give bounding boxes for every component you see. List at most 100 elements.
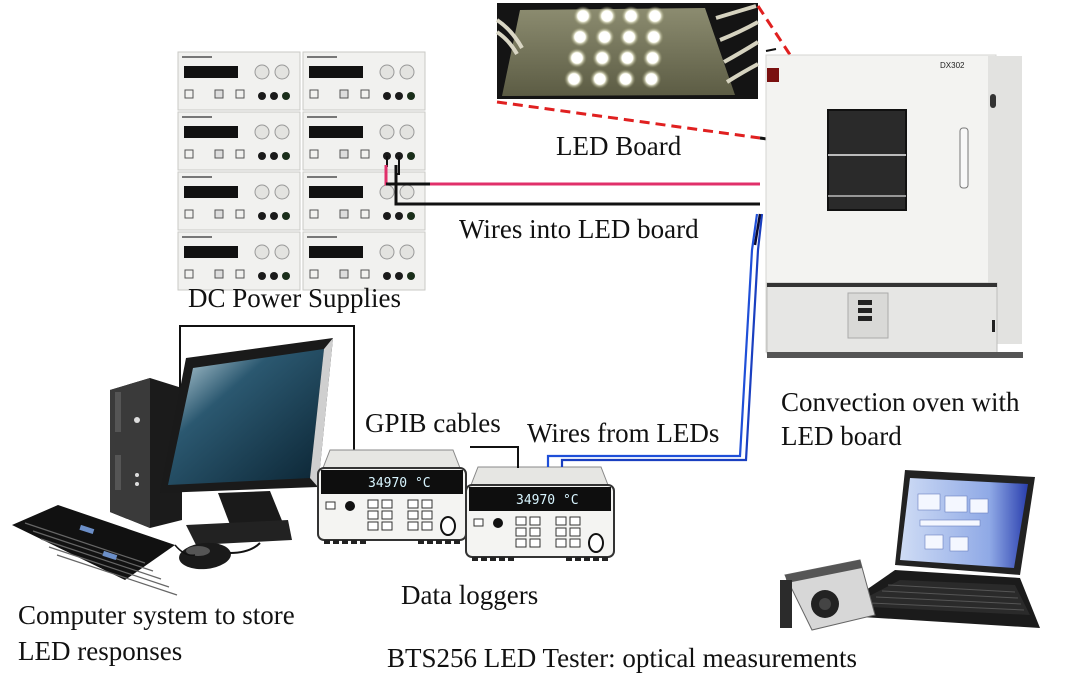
laptop-key-row [887,584,1016,593]
laptop-key-row [875,596,1022,605]
logger-key [555,516,567,526]
gpib-cable-computer [179,325,355,450]
dc-power-supply-unit [302,111,426,171]
led-core [594,73,606,85]
label-computer-line2: LED responses [18,636,182,666]
psu-display [184,66,238,78]
callout-line-red-top [756,5,802,71]
psu-terminal [270,152,278,160]
psu-terminal [395,212,403,220]
led-core [649,10,661,22]
keyboard-key-row [24,522,146,564]
psu-knob [379,64,395,80]
psu-display [309,66,363,78]
psu-button [235,89,245,99]
psu-display [184,126,238,138]
led-sense-wires [546,213,764,467]
logger-key [367,521,379,531]
psu-knob [399,244,415,260]
psu-knob [254,64,270,80]
psu-knob [274,244,290,260]
led-board-connector-right [715,4,760,84]
led-board-connector-left [495,18,524,56]
logger-key [381,510,393,520]
psu-button [235,269,245,279]
psu-terminal [258,152,266,160]
logger-key [515,538,527,548]
logger-key [473,518,484,527]
psu-knob [399,124,415,140]
logger-port [440,516,456,536]
psu-terminal [282,152,290,160]
led-core [625,10,637,22]
dc-power-supply-unit [177,171,301,231]
logger-key [515,516,527,526]
monitor-screen [168,349,324,485]
dc-power-supply-unit [177,231,301,291]
logger-key [421,499,433,509]
oven-logo [767,68,779,82]
psu-button [184,209,194,219]
led-core [601,10,613,22]
oven-window [827,109,907,211]
logger-key [381,521,393,531]
label-convection-oven-line2: LED board [781,421,902,451]
oven-handle [959,127,969,189]
psu-terminal [282,272,290,280]
psu-knob [399,64,415,80]
psu-button [235,209,245,219]
psu-terminal [395,272,403,280]
psu-terminal [383,92,391,100]
psu-button [214,89,224,99]
laptop-key-row [881,590,1019,599]
psu-terminal [282,212,290,220]
power-wire-negative [394,165,760,206]
psu-knob [254,124,270,140]
label-data-loggers: Data loggers [401,580,538,610]
psu-button [214,209,224,219]
logger-key [367,499,379,509]
label-computer-line1: Computer system to store [18,600,295,630]
logger-knob [345,501,355,511]
logger-key [407,521,419,531]
keyboard-key-row [48,546,170,588]
psu-display [309,186,363,198]
led-core [571,52,583,64]
label-dc-power-supplies: DC Power Supplies [188,283,401,313]
psu-button [214,269,224,279]
led-array [564,6,665,89]
psu-wire-lead [385,156,388,167]
mouse [179,542,231,570]
led-core [596,52,608,64]
dc-power-supply-unit [177,51,301,111]
psu-display [184,186,238,198]
led-core [577,10,589,22]
dc-power-supplies-image [177,51,426,291]
logger-key [569,538,581,548]
psu-button [309,149,319,159]
logger-knob [493,518,503,528]
psu-terminal [270,272,278,280]
data-logger-unit: 34970 °C [317,449,467,544]
led-core [647,52,659,64]
psu-terminal [258,92,266,100]
psu-button [214,149,224,159]
dc-power-supply-unit [302,51,426,111]
psu-terminal [270,92,278,100]
gpib-cable-loggers [470,446,519,468]
power-wire-positive [384,165,760,186]
keyboard [12,505,175,580]
psu-terminal [407,152,415,160]
psu-display [309,126,363,138]
psu-button [360,269,370,279]
keyboard-key-row [56,554,178,596]
led-core [620,73,632,85]
callout-line-red-bottom [496,100,761,140]
psu-terminal [407,92,415,100]
psu-button [309,209,319,219]
logger-key [325,501,336,510]
keyboard-key-row [40,538,162,580]
psu-terminal [407,272,415,280]
led-sense-wire-dark [753,213,762,246]
